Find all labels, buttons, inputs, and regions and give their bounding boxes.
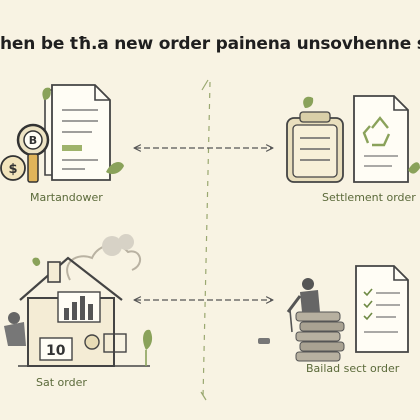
leaf-icon [42, 87, 124, 174]
svg-text:B: B [29, 134, 37, 147]
plant-icon [143, 329, 153, 366]
document-stack-icon [44, 84, 111, 181]
worker-icon [286, 278, 320, 333]
factory-smoke-icon [66, 234, 142, 281]
node-label-bottom-right: Bailad sect order [306, 362, 400, 375]
house-icon [18, 256, 150, 367]
center-divider [200, 79, 211, 401]
coin-stack-icon [295, 311, 345, 362]
magnifier-icon: B [16, 123, 50, 183]
diagram-title: hen be tħ.a new order pаinena unsovhenne… [0, 34, 420, 54]
recycle-document-icon [353, 95, 420, 183]
svg-text:$: $ [8, 162, 17, 177]
node-label-top-left: Martandower [30, 191, 103, 204]
person-icon [4, 312, 26, 346]
clipboard-icon [286, 96, 344, 183]
coin-icon: $ [0, 155, 26, 181]
checklist-document-icon [355, 265, 409, 353]
house-sign-text: 10 [46, 343, 66, 359]
node-label-bottom-left: Sat order [36, 376, 87, 389]
node-label-top-right: Settlement order [322, 191, 416, 204]
small-key-icon [258, 338, 270, 344]
